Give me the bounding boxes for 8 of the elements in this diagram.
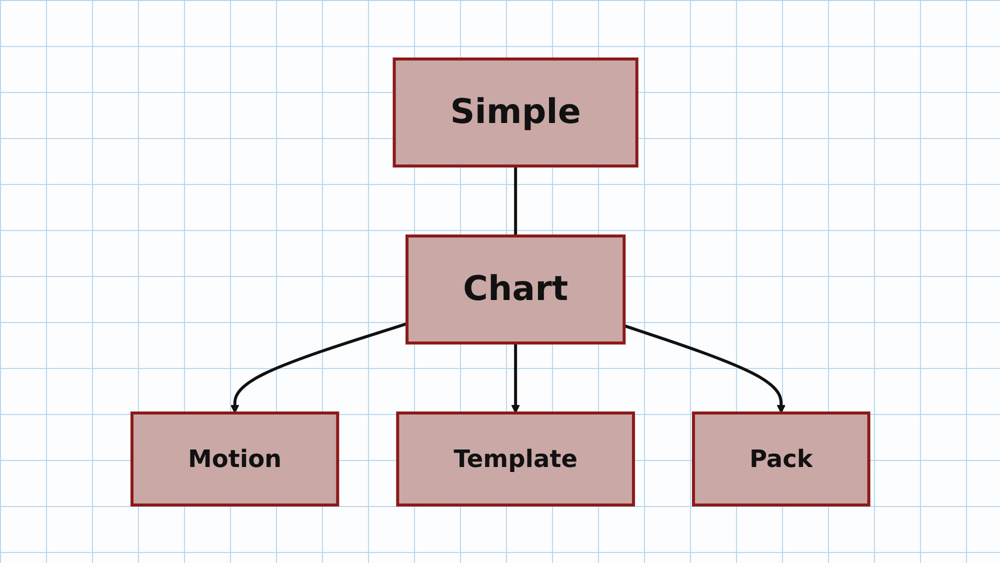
arrow	[623, 324, 786, 413]
node-box: Motion	[130, 411, 339, 506]
node-box: Chart	[405, 234, 626, 344]
node-box: Template	[396, 411, 635, 506]
node-box: Simple	[392, 57, 638, 167]
arrow	[230, 322, 408, 413]
connector	[514, 166, 517, 236]
arrow	[510, 342, 520, 413]
